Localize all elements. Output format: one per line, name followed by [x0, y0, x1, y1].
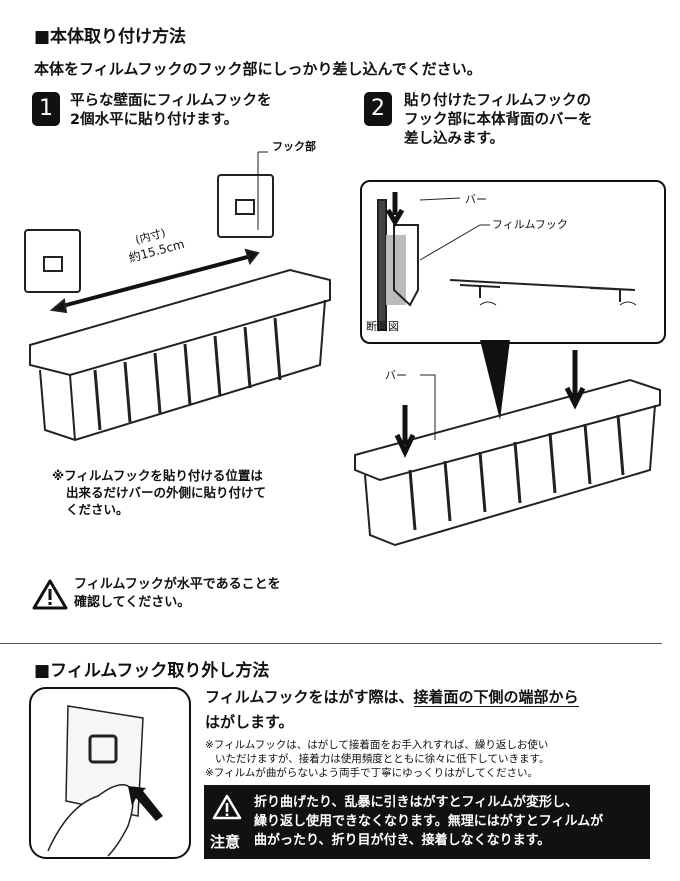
section-divider	[0, 643, 662, 644]
caution-box: 注意 折り曲げたり、乱暴に引きはがすとフィルムが変形し、 繰り返し使用できなくな…	[204, 785, 650, 859]
caution-line: 折り曲げたり、乱暴に引きはがすとフィルムが変形し、	[254, 795, 578, 810]
step-1-line: 2個水平に貼り付けます。	[70, 112, 239, 128]
horizontal-caution: フィルムフックが水平であることを 確認してください。	[74, 576, 281, 612]
step-1-line: 平らな壁面にフィルムフックを	[70, 93, 272, 109]
bar-label-2: バー	[385, 369, 407, 382]
note-line: 出来るだけバーの外側に貼り付けて	[66, 485, 267, 500]
cross-section-label: 断面図	[366, 320, 399, 333]
install-subtitle: 本体をフィルムフックのフック部にしっかり差し込んでください。	[34, 60, 482, 78]
section-title-install: ■本体取り付け方法	[34, 27, 187, 47]
removal-lead-2: はがします。	[205, 713, 294, 731]
step-2-line: 貼り付けたフィルムフックの	[404, 93, 592, 109]
peel-hand-illustration	[29, 687, 191, 859]
section-title-remove: ■フィルムフック取り外し方法	[34, 661, 270, 681]
note-line: ※フィルムが曲がらないよう両手で丁寧にゆっくりはがしてください。	[205, 767, 539, 779]
step-1-badge: 1	[32, 92, 60, 126]
warning-icon	[212, 794, 242, 820]
basket-insert-illustration	[354, 192, 661, 547]
bar-label: バー	[465, 193, 487, 206]
note-line: ※フィルムフックを貼り付ける位置は	[52, 468, 263, 483]
removal-notes: ※フィルムフックは、はがして接着面をお手入れすれば、繰り返しお使い いただけます…	[205, 738, 549, 780]
step-2-text: 貼り付けたフィルムフックの フック部に本体背面のバーを 差し込みます。	[404, 92, 593, 149]
caution-line: 確認してください。	[74, 595, 191, 610]
film-hook-label: フィルムフック	[492, 218, 568, 231]
placement-note: ※フィルムフックを貼り付ける位置は 出来るだけバーの外側に貼り付けて ください。	[52, 467, 266, 518]
lead-text: フィルムフックをはがす際は、	[205, 688, 414, 706]
hook-part-label: フック部	[272, 140, 316, 153]
cross-section-box	[360, 180, 666, 344]
step-2-line: 差し込みます。	[404, 131, 505, 147]
note-line: いただけますが、接着力は使用頻度とともに徐々に低下していきます。	[215, 753, 550, 765]
step-1-text: 平らな壁面にフィルムフックを 2個水平に貼り付けます。	[70, 92, 272, 130]
note-line: ※フィルムフックは、はがして接着面をお手入れすれば、繰り返しお使い	[205, 739, 549, 751]
basket-hooks-illustration	[24, 151, 331, 442]
caution-line: 繰り返し使用できなくなります。無理にはがすとフィルムが	[254, 814, 604, 829]
step-2-line: フック部に本体背面のバーを	[404, 112, 593, 128]
caution-text: 折り曲げたり、乱暴に引きはがすとフィルムが変形し、 繰り返し使用できなくなります…	[254, 793, 603, 850]
step-2-badge: 2	[364, 92, 392, 126]
warning-icon	[32, 579, 68, 610]
lead-underlined: 接着面の下側の端部から	[413, 688, 579, 707]
caution-line: 曲がったり、折り目が付き、接着しなくなります。	[254, 833, 551, 848]
removal-lead: フィルムフックをはがす際は、接着面の下側の端部から	[205, 686, 579, 707]
note-line: ください。	[66, 502, 129, 517]
caution-label: 注意	[210, 833, 241, 851]
caution-line: フィルムフックが水平であることを	[74, 577, 281, 592]
